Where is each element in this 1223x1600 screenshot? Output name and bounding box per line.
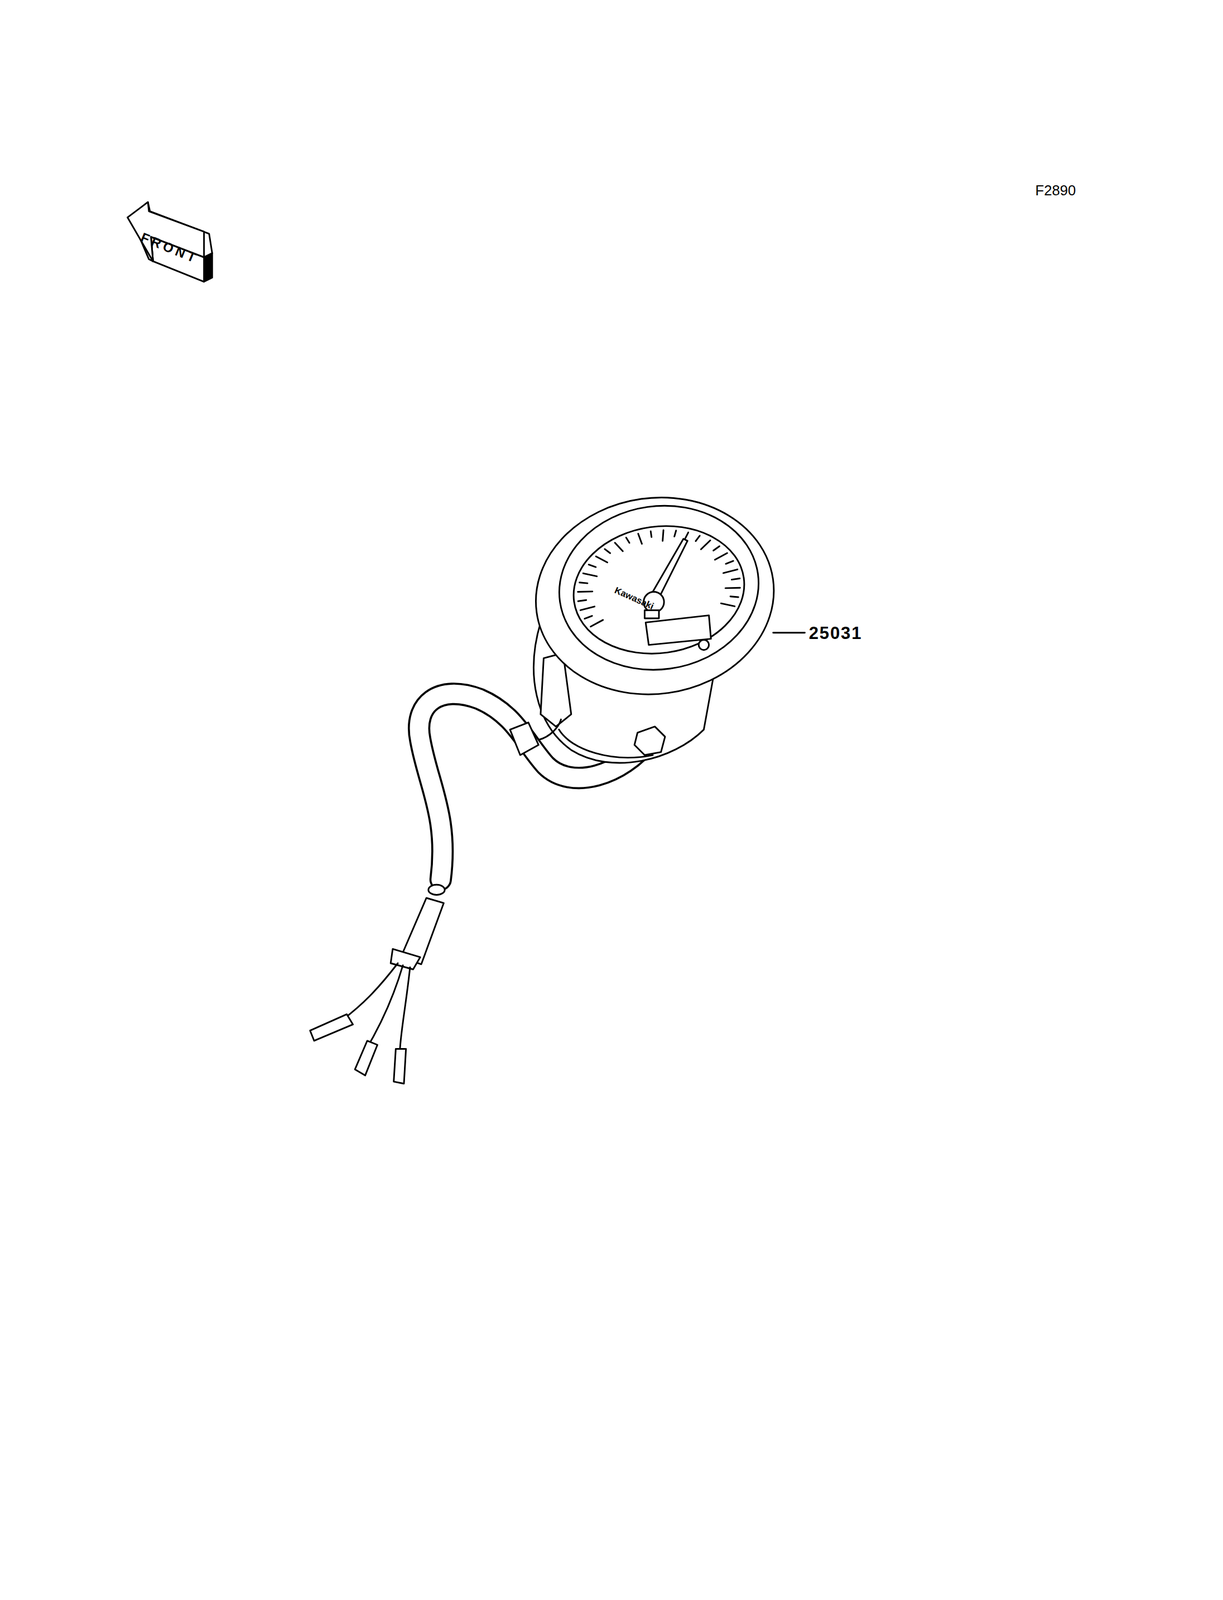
tick-mark xyxy=(723,569,738,574)
tick-mark xyxy=(638,533,643,544)
tick-mark xyxy=(674,530,677,537)
tick-mark xyxy=(720,603,735,606)
front-arrow xyxy=(127,201,213,282)
bezel xyxy=(522,482,787,710)
tick-mark xyxy=(713,546,720,551)
tick-mark xyxy=(731,578,740,580)
cable-clip xyxy=(509,722,539,756)
tick-mark xyxy=(578,590,593,593)
tick-mark xyxy=(714,552,727,560)
tick-mark xyxy=(604,549,611,553)
callout-number: 25031 xyxy=(809,624,863,642)
tick-mark xyxy=(578,599,586,601)
connector xyxy=(310,884,445,1083)
tick-mark xyxy=(614,542,623,552)
tick-mark xyxy=(590,619,604,627)
tick-mark xyxy=(579,582,588,584)
tick-mark xyxy=(580,606,595,611)
leader-line xyxy=(773,631,806,634)
tick-mark xyxy=(700,540,711,550)
tick-mark xyxy=(725,560,734,564)
tick-mark xyxy=(730,596,739,597)
tick-mark xyxy=(583,573,597,576)
gauge-face xyxy=(565,514,753,664)
tick-mark xyxy=(626,537,630,543)
needle xyxy=(649,538,688,600)
tick-mark xyxy=(695,535,700,542)
figure-number: F2890 xyxy=(1035,183,1077,199)
hex-nut xyxy=(634,726,666,755)
tick-marks xyxy=(578,530,741,627)
tick-mark xyxy=(650,531,652,538)
tick-mark xyxy=(584,615,592,619)
tick-mark xyxy=(662,530,664,541)
tick-mark xyxy=(595,556,608,563)
tick-mark xyxy=(725,586,740,590)
tick-mark xyxy=(588,564,596,568)
bezel-inner xyxy=(548,492,770,683)
